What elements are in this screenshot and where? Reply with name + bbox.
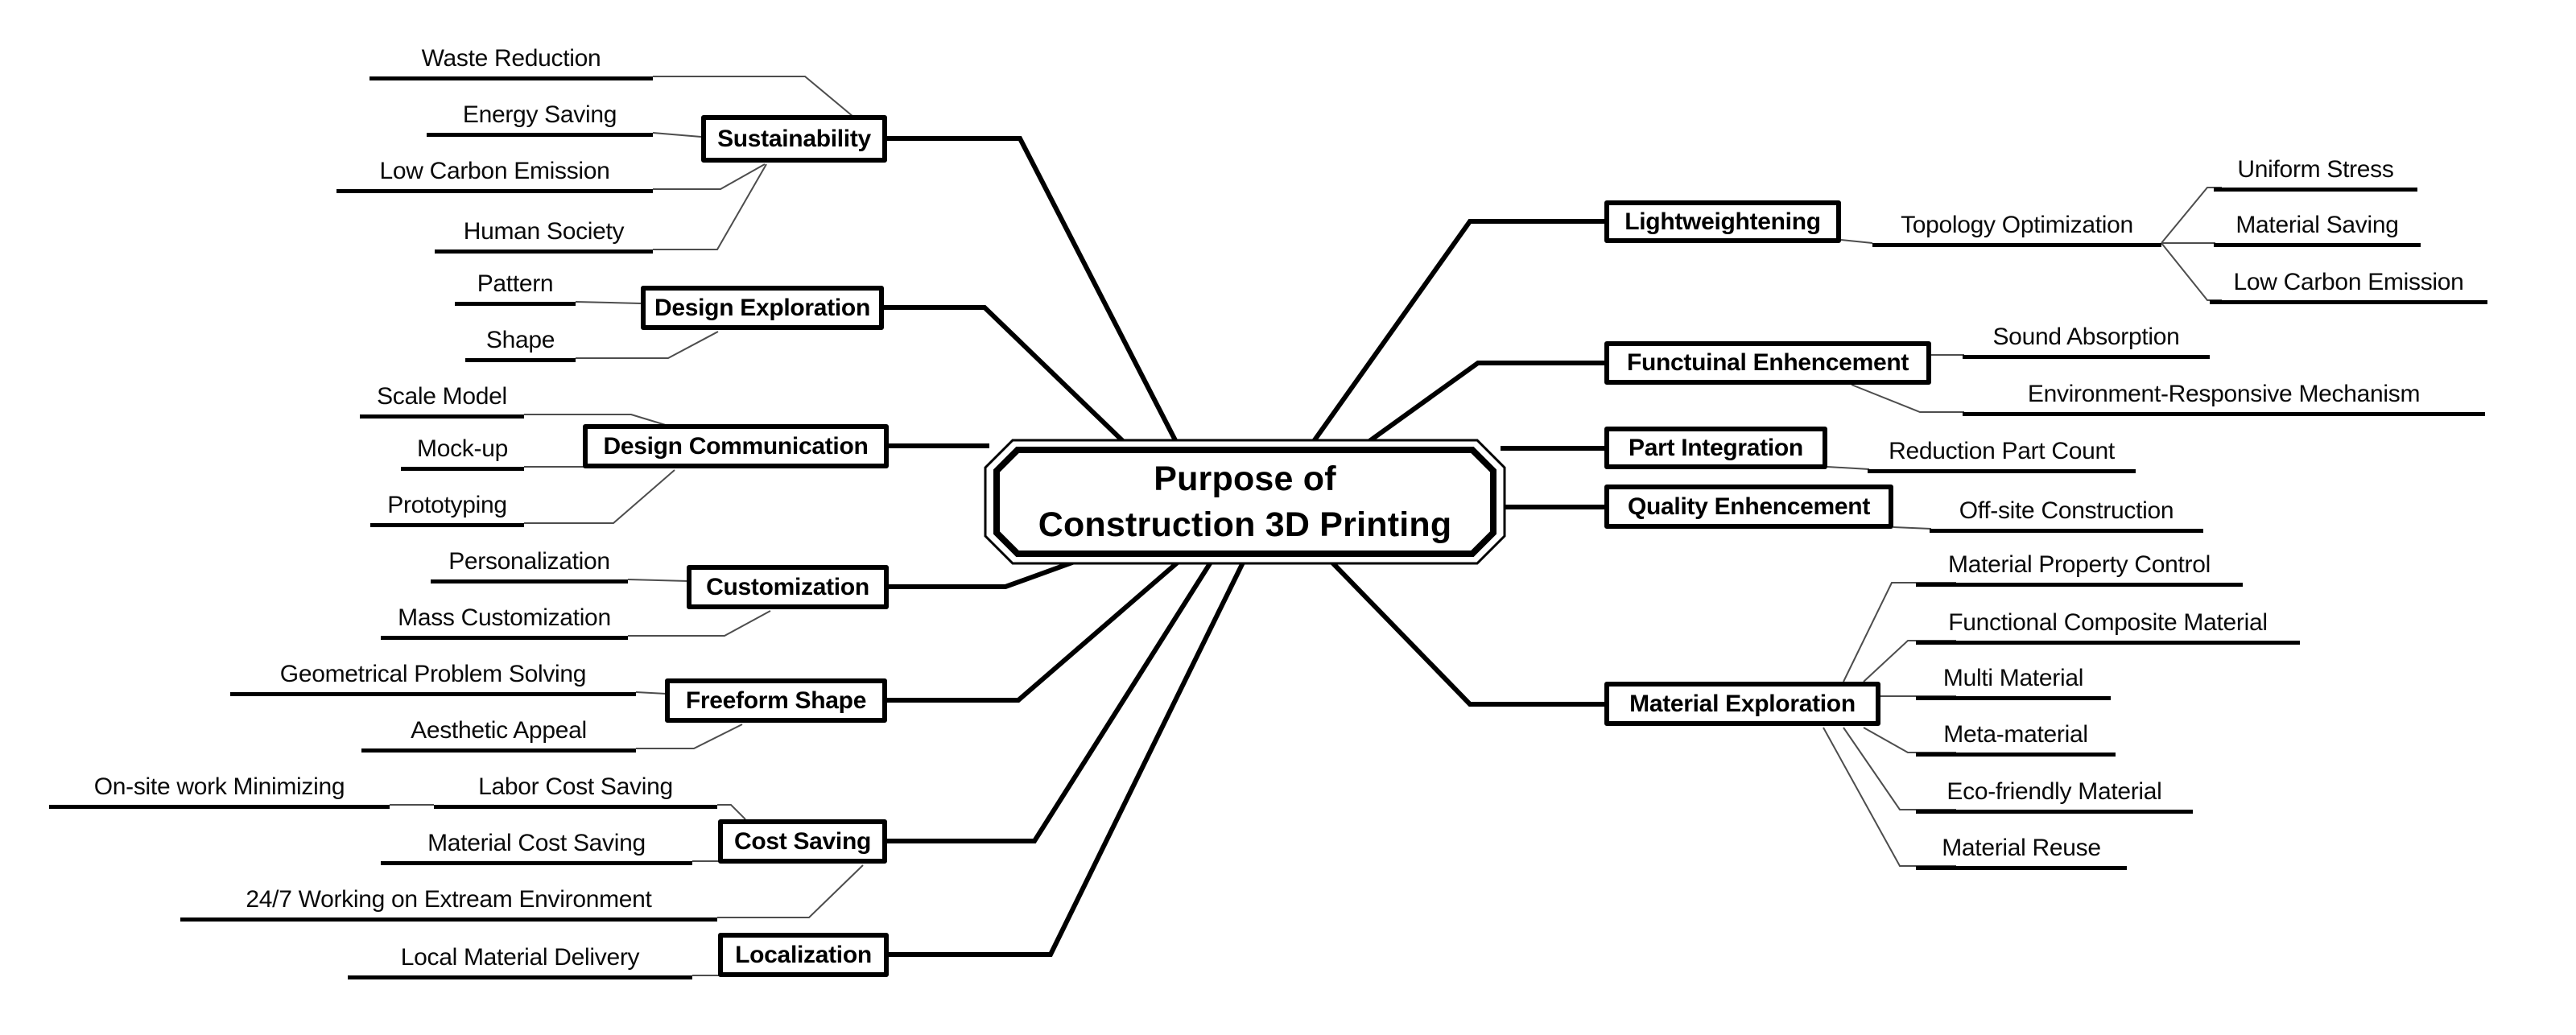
connector-24-7-working bbox=[717, 864, 864, 918]
branch-label: Customization bbox=[706, 573, 869, 600]
branch-label: Material Exploration bbox=[1629, 690, 1856, 717]
leaf-shape[interactable]: Shape bbox=[465, 324, 576, 362]
leaf-human-society[interactable]: Human Society bbox=[435, 216, 653, 254]
branch-line-sustainability bbox=[881, 136, 1181, 447]
connector-shape bbox=[576, 331, 719, 359]
branch-label: Sustainability bbox=[717, 125, 871, 152]
branch-line-functuinal-enhencement bbox=[1362, 361, 1610, 447]
branch-label: Quality Enhencement bbox=[1627, 493, 1871, 520]
connector-labor-cost-saving bbox=[717, 804, 746, 820]
leaf-mass-customization[interactable]: Mass Customization bbox=[381, 602, 628, 640]
branch-box-sustainability[interactable]: Sustainability bbox=[701, 115, 887, 163]
root-title-line1: Purpose of bbox=[1154, 459, 1336, 498]
root-title-line2: Construction 3D Printing bbox=[1038, 505, 1452, 544]
branch-box-material-exploration[interactable]: Material Exploration bbox=[1604, 682, 1880, 726]
branch-label: Cost Saving bbox=[733, 827, 872, 855]
branch-lines bbox=[878, 136, 1610, 957]
leaf-off-site-construction[interactable]: Off-site Construction bbox=[1930, 495, 2203, 533]
root-node-shape bbox=[984, 439, 1506, 565]
leaf-reduction-part-count[interactable]: Reduction Part Count bbox=[1868, 435, 2136, 473]
leaf-multi-material[interactable]: Multi Material bbox=[1916, 662, 2111, 700]
root-node[interactable]: Purpose of Construction 3D Printing bbox=[985, 440, 1505, 563]
branch-line-localization bbox=[883, 557, 1248, 957]
branch-box-design-exploration[interactable]: Design Exploration bbox=[641, 286, 884, 330]
leaf-material-cost-saving[interactable]: Material Cost Saving bbox=[381, 827, 692, 865]
leaf-eco-friendly-material[interactable]: Eco-friendly Material bbox=[1916, 776, 2193, 814]
connector-personalization bbox=[627, 579, 689, 582]
root-node-inner-border bbox=[993, 447, 1496, 557]
connector-prototyping bbox=[524, 469, 675, 524]
connector-pattern bbox=[575, 301, 642, 304]
branch-box-localization[interactable]: Localization bbox=[718, 933, 889, 977]
leaf-prototyping[interactable]: Prototyping bbox=[370, 489, 524, 527]
branch-line-material-exploration bbox=[1328, 559, 1610, 707]
leaf-material-property-control[interactable]: Material Property Control bbox=[1916, 549, 2243, 587]
leaf-low-carbon-emission[interactable]: Low Carbon Emission bbox=[336, 155, 653, 193]
connector-topology-optimization bbox=[1840, 239, 1873, 244]
leaf-topology-optimization[interactable]: Topology Optimization bbox=[1872, 209, 2161, 247]
branch-box-part-integration[interactable]: Part Integration bbox=[1604, 427, 1827, 469]
connector-aesthetic-appeal bbox=[636, 724, 743, 749]
leaf-local-material-delivery[interactable]: Local Material Delivery bbox=[348, 942, 692, 979]
leaf-on-site-work-minimizing[interactable]: On-site work Minimizing bbox=[49, 771, 390, 809]
branch-line-freeform-shape bbox=[881, 557, 1183, 703]
leaf-environment-responsive-mechanism[interactable]: Environment-Responsive Mechanism bbox=[1963, 378, 2485, 416]
connector-uniform-stress bbox=[2161, 187, 2222, 244]
leaf-material-saving[interactable]: Material Saving bbox=[2214, 209, 2421, 247]
branch-label: Design Exploration bbox=[654, 294, 870, 321]
branch-line-cost-saving bbox=[881, 557, 1216, 843]
branch-box-lightweightening[interactable]: Lightweightening bbox=[1604, 200, 1841, 243]
leaf-geometrical-problem-solving[interactable]: Geometrical Problem Solving bbox=[230, 658, 636, 696]
connector-environment-responsive-mechanism bbox=[1851, 384, 1964, 413]
leaf-pattern[interactable]: Pattern bbox=[455, 268, 576, 306]
connector-scale-model bbox=[524, 414, 669, 427]
connector-mass-customization bbox=[628, 610, 771, 637]
leaf-aesthetic-appeal[interactable]: Aesthetic Appeal bbox=[361, 715, 636, 753]
leaf-personalization[interactable]: Personalization bbox=[431, 546, 628, 583]
leaf-mock-up[interactable]: Mock-up bbox=[401, 433, 524, 471]
branch-label: Lightweightening bbox=[1624, 208, 1821, 235]
leaf-low-carbon-emission-right[interactable]: Low Carbon Emission bbox=[2210, 266, 2487, 304]
connector-human-society bbox=[653, 163, 767, 250]
connector-reduction-part-count bbox=[1827, 466, 1870, 470]
connector-energy-saving bbox=[652, 132, 702, 138]
leaf-labor-cost-saving[interactable]: Labor Cost Saving bbox=[434, 771, 717, 809]
branch-line-customization bbox=[883, 559, 1075, 589]
branch-label: Functuinal Enhencement bbox=[1626, 349, 1909, 376]
leaf-waste-reduction[interactable]: Waste Reduction bbox=[369, 43, 653, 80]
branch-box-cost-saving[interactable]: Cost Saving bbox=[718, 819, 887, 864]
leaf-uniform-stress[interactable]: Uniform Stress bbox=[2214, 154, 2417, 192]
connector-waste-reduction bbox=[653, 76, 854, 118]
branch-line-design-exploration bbox=[878, 305, 1129, 447]
branch-label: Localization bbox=[735, 941, 872, 968]
leaf-sound-absorption[interactable]: Sound Absorption bbox=[1963, 321, 2210, 359]
branch-label: Part Integration bbox=[1629, 434, 1803, 461]
branch-line-lightweightening bbox=[1308, 219, 1610, 447]
leaf-material-reuse[interactable]: Material Reuse bbox=[1916, 832, 2127, 870]
branch-box-functuinal-enhencement[interactable]: Functuinal Enhencement bbox=[1604, 341, 1931, 385]
leaf-energy-saving[interactable]: Energy Saving bbox=[427, 99, 653, 137]
connector-low-carbon-emission bbox=[653, 163, 766, 190]
branch-box-freeform-shape[interactable]: Freeform Shape bbox=[665, 678, 887, 723]
branch-box-customization[interactable]: Customization bbox=[687, 565, 889, 609]
branch-label: Design Communication bbox=[603, 432, 869, 460]
branch-label: Freeform Shape bbox=[685, 687, 867, 714]
connector-off-site-construction bbox=[1893, 526, 1932, 530]
leaf-scale-model[interactable]: Scale Model bbox=[360, 381, 524, 419]
branch-box-design-communication[interactable]: Design Communication bbox=[583, 424, 889, 468]
leaf-functional-composite-material[interactable]: Functional Composite Material bbox=[1916, 607, 2300, 645]
branch-box-quality-enhencement[interactable]: Quality Enhencement bbox=[1604, 485, 1893, 529]
connector-geometrical-problem-solving bbox=[635, 691, 667, 695]
leaf-meta-material[interactable]: Meta-material bbox=[1916, 719, 2116, 757]
leaf-24-7-working-on-extream-environment[interactable]: 24/7 Working on Extream Environment bbox=[180, 884, 717, 922]
